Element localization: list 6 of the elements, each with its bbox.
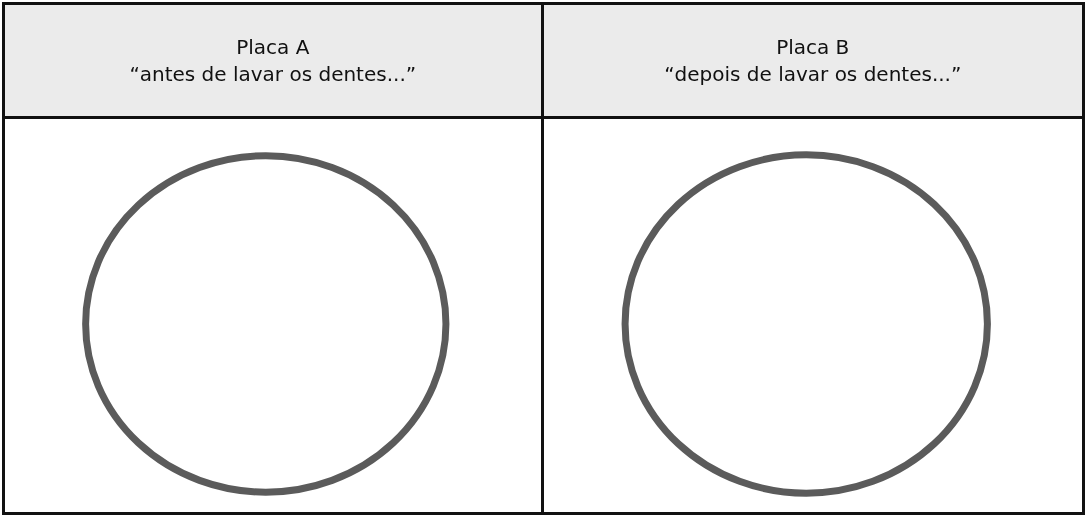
circle-outline	[621, 151, 991, 497]
column-heading: Placa A	[236, 33, 310, 61]
circle-outline	[82, 152, 450, 496]
column-subheading: “antes de lavar os dentes...”	[129, 60, 417, 88]
column-subheading: “depois de lavar os dentes...”	[664, 60, 962, 88]
column-heading: Placa B	[776, 33, 850, 61]
